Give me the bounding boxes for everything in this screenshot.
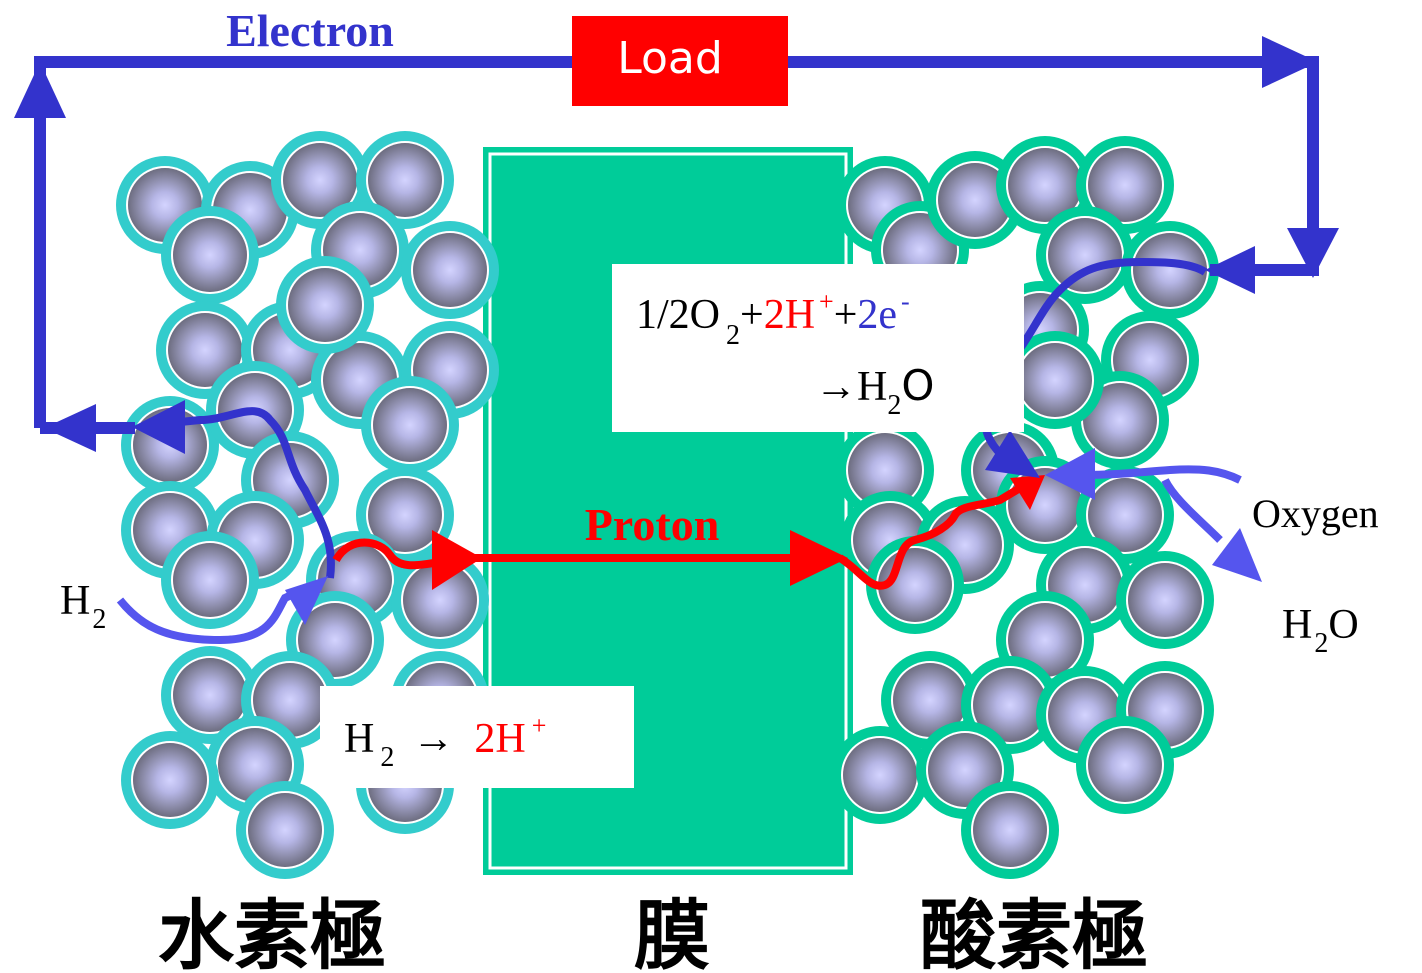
anode-particle-core [248, 793, 322, 867]
proton-arrowhead-2 [790, 530, 848, 586]
water-out-path [1161, 478, 1262, 582]
proton-arrowhead-3 [1010, 475, 1045, 510]
electron-right-arrowhead [1262, 36, 1318, 88]
cathode-particle-core [893, 663, 967, 737]
anode-h2-subscript: 2 [380, 742, 394, 773]
cathode-particle-core [1088, 478, 1162, 552]
load-label: Load [617, 33, 723, 84]
h2-input-label: H2 [60, 578, 106, 635]
anode-particle-core [253, 663, 327, 737]
cathode-particle-core [973, 793, 1047, 867]
membrane-label: 膜 [634, 891, 710, 973]
anode-particle-core [133, 743, 207, 817]
cathode-particle-core [973, 668, 1047, 742]
cathode-electron-charge: - [901, 287, 910, 316]
electron-left-arrowhead [1205, 246, 1255, 294]
cathode-particle-core [1088, 728, 1162, 802]
anode-electron-path [132, 400, 335, 579]
oxygen-label: Oxygen [1252, 491, 1379, 536]
cathode-electron-term: 2e [857, 292, 897, 338]
cathode-particle-core [1008, 148, 1082, 222]
cathode-plus-2: + [834, 292, 858, 338]
anode-particle-core [173, 218, 247, 292]
anode-particle-core [168, 313, 242, 387]
anode-particle-core [283, 143, 357, 217]
electron-down-arrowhead [1287, 228, 1339, 278]
cathode-o2-prefix: 1/2O [636, 292, 720, 338]
anode-proton-charge: + [532, 711, 547, 740]
anode-particle-core [368, 143, 442, 217]
anode-particle-core [368, 478, 442, 552]
anode-particle-core [173, 543, 247, 617]
electron-label: Electron [226, 5, 394, 56]
cathode-water-o: O [901, 361, 934, 410]
cathode-proton-term: 2H [764, 292, 815, 338]
cathode-proton-charge: + [819, 287, 834, 316]
cathode-yield-arrow: → [815, 364, 857, 410]
cathode-label: 酸素極 [920, 891, 1148, 973]
anode-particle-core [413, 233, 487, 307]
cathode-particle-core [1048, 218, 1122, 292]
cathode-water-h: H [857, 364, 887, 410]
proton-label: Proton [585, 499, 720, 550]
anode-particle-core [373, 388, 447, 462]
oxygen-gas-path [1045, 448, 1242, 500]
cathode-particle-core [843, 738, 917, 812]
cathode-particle-core [1083, 383, 1157, 457]
cathode-particle-core [1128, 563, 1202, 637]
cathode-o2-subscript: 2 [726, 320, 740, 351]
cathode-water-subscript: 2 [887, 390, 901, 421]
anode-particle-core [288, 268, 362, 342]
cathode-reaction-line2: →H2O [815, 361, 934, 421]
cathode-particle-core [928, 733, 1002, 807]
cathode-catalyst-particles [831, 136, 1219, 879]
water-output-label: H2O [1282, 602, 1359, 659]
proton-arrowhead-1 [432, 530, 482, 590]
cathode-plus-1: + [740, 292, 764, 338]
anode-catalyst-particles [116, 131, 499, 879]
anode-h2-h: H [344, 716, 374, 762]
anode-particle-core [173, 658, 247, 732]
cathode-particle-core [1133, 233, 1207, 307]
electron-up-arrowhead [14, 62, 66, 118]
cathode-particle-core [1008, 603, 1082, 677]
anode-particle-core [298, 603, 372, 677]
cathode-particle-core [848, 433, 922, 507]
anode-label: 水素極 [158, 891, 386, 973]
cathode-particle-core [1018, 343, 1092, 417]
load-box: Load [572, 16, 788, 106]
anode-proton-term: 2H [474, 716, 525, 762]
anode-yield-arrow: → [412, 716, 454, 762]
proton-path [332, 478, 1033, 590]
anode-particle-core [403, 563, 477, 637]
electron-out-arrowhead [44, 404, 96, 452]
cathode-particle-core [938, 163, 1012, 237]
cathode-particle-core [1088, 148, 1162, 222]
h2-gas-path [116, 576, 328, 645]
